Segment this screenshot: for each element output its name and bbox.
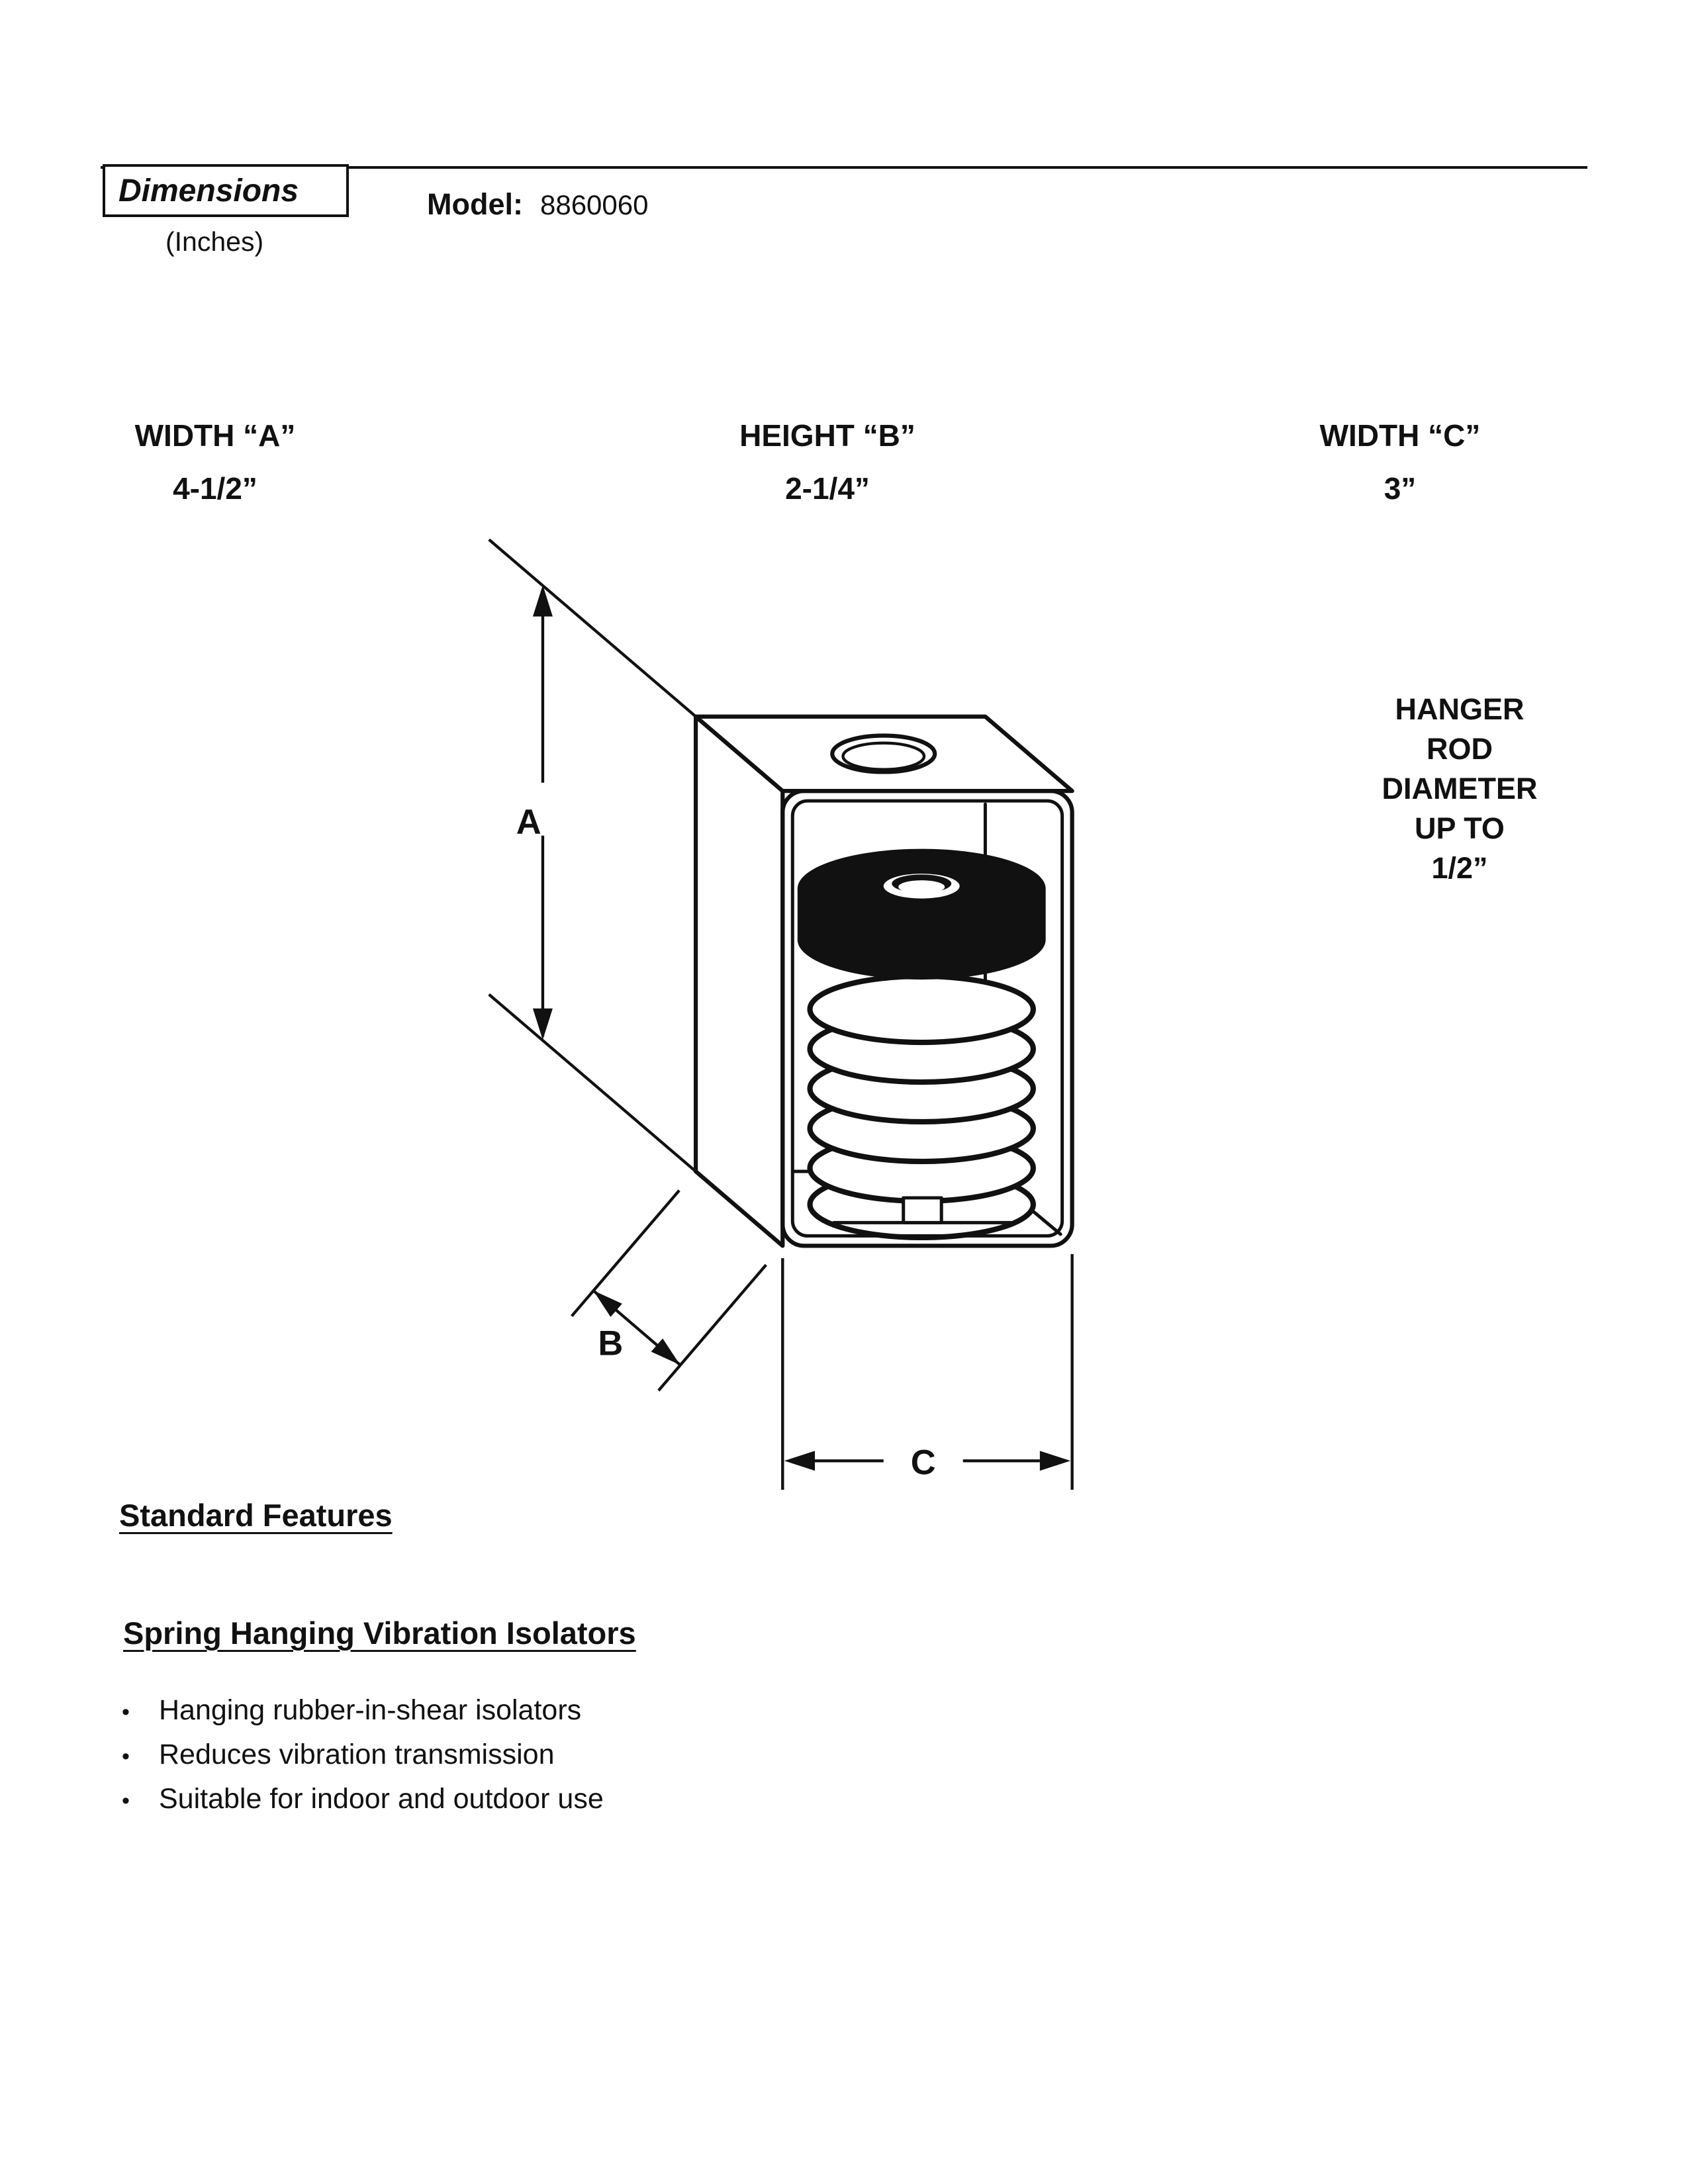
rubber-grommet	[797, 848, 1046, 980]
header-rule	[101, 166, 1587, 169]
housing-front-rim-outer	[780, 789, 1074, 1248]
feature-item: • Suitable for indoor and outdoor use	[122, 1778, 850, 1822]
page-title: Dimensions	[118, 173, 299, 208]
dimension-c-value: 3”	[1383, 471, 1417, 506]
dimension-a-arrow-label: A	[516, 803, 541, 842]
feature-text: Suitable for indoor and outdoor use	[159, 1783, 604, 1815]
dimension-width-a: WIDTH “A” 4-1/2”	[76, 409, 354, 515]
dimension-c-arrow-label: C	[911, 1443, 936, 1482]
feature-text: Reduces vibration transmission	[159, 1739, 555, 1770]
isolator-technical-drawing: A B C	[488, 538, 1074, 1490]
standard-features-heading: Standard Features	[119, 1498, 393, 1533]
hanger-note-line: DIAMETER	[1382, 772, 1538, 805]
bullet-icon: •	[122, 1788, 130, 1813]
hanger-rod-note: HANGER ROD DIAMETER UP TO 1/2”	[1321, 690, 1599, 888]
dimension-c-name: WIDTH “C”	[1319, 418, 1481, 453]
model-number: 8860060	[539, 189, 649, 220]
dimension-arrow-b	[570, 1189, 767, 1392]
housing-front-rim-inner	[790, 799, 1064, 1238]
feature-item: • Reduces vibration transmission	[122, 1733, 850, 1778]
feature-item: • Hanging rubber-in-shear isolators	[122, 1689, 850, 1733]
hanger-note-line: ROD	[1427, 732, 1493, 766]
hanger-rod-hole-inner	[841, 741, 926, 771]
dimension-b-value: 2-1/4”	[785, 471, 870, 506]
feature-text: Hanging rubber-in-shear isolators	[159, 1694, 582, 1726]
hanger-note-line: 1/2”	[1431, 851, 1488, 885]
features-list: • Hanging rubber-in-shear isolators • Re…	[122, 1689, 850, 1822]
spring-base-tab	[902, 1196, 943, 1224]
dimensions-title-box: Dimensions	[103, 164, 349, 217]
dimension-a-value: 4-1/2”	[173, 471, 258, 506]
housing-left-panel	[693, 714, 785, 1248]
dimension-a-name: WIDTH “A”	[134, 418, 296, 453]
dimension-b-arrow-label: B	[598, 1324, 623, 1363]
dimension-arrow-c	[781, 1253, 1074, 1490]
units-label: (Inches)	[165, 226, 264, 257]
dimension-b-name: HEIGHT “B”	[739, 418, 915, 453]
dimension-height-b: HEIGHT “B” 2-1/4”	[688, 409, 966, 515]
hanger-note-line: HANGER	[1395, 692, 1524, 726]
model-label: Model:	[427, 187, 523, 221]
coil-spring	[807, 974, 1036, 1240]
dimension-width-c: WIDTH “C” 3”	[1261, 409, 1539, 515]
hanger-note-line: UP TO	[1415, 811, 1505, 845]
bullet-icon: •	[122, 1744, 130, 1769]
bullet-icon: •	[122, 1700, 130, 1725]
model-row: Model: 8860060	[427, 187, 649, 222]
spring-isolators-subheading: Spring Hanging Vibration Isolators	[123, 1615, 636, 1651]
